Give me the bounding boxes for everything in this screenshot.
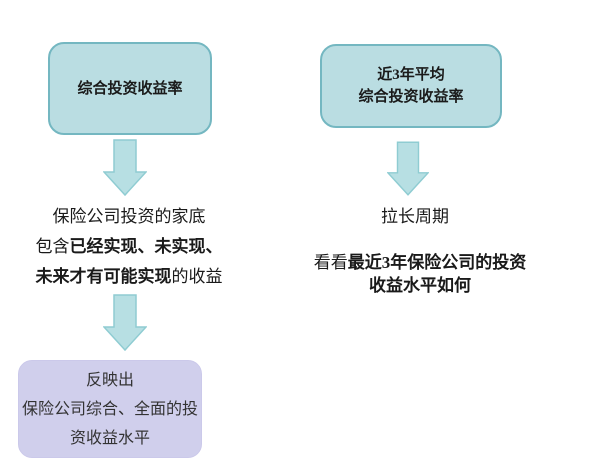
down-arrow-icon (386, 141, 430, 202)
left-step-line3: 未来才有可能实现的收益 (35, 267, 223, 286)
right-flow-step1-label: 拉长周期 (381, 207, 449, 226)
right-box-label-line1: 近3年平均 (377, 67, 445, 83)
result-line1: 反映出 (85, 371, 134, 389)
right-step-line1: 看看最近3年保险公司的投资 (313, 253, 527, 272)
left-step-line1: 保险公司投资的家底 (52, 207, 206, 226)
down-arrow-icon (102, 139, 148, 202)
left-flow-source-box: 综合投资收益率 (48, 42, 212, 135)
left-flow-result-box: 反映出 保险公司综合、全面的投 资收益水平 (18, 360, 202, 458)
left-step-line2: 包含已经实现、未实现、 (35, 237, 223, 256)
left-box-label: 综合投资收益率 (77, 80, 183, 97)
result-line2: 保险公司综合、全面的投 (21, 400, 198, 418)
right-flow-description: 看看最近3年保险公司的投资 收益水平如何 (292, 251, 548, 297)
down-arrow-icon (102, 294, 148, 357)
left-flow-description: 保险公司投资的家底 包含已经实现、未实现、 未来才有可能实现的收益 (8, 202, 250, 292)
right-step-line2: 收益水平如何 (369, 276, 471, 295)
right-flow-source-box: 近3年平均 综合投资收益率 (320, 44, 502, 128)
result-line3: 资收益水平 (69, 429, 150, 447)
right-box-label-line2: 综合投资收益率 (358, 89, 464, 105)
